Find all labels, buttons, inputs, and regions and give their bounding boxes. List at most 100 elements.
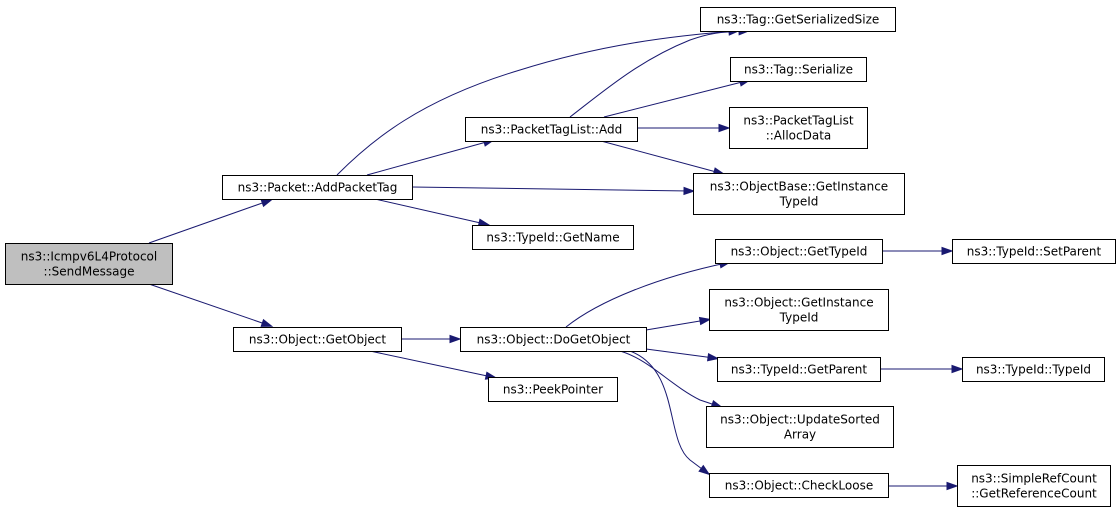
node-box <box>952 239 1116 264</box>
node-do-get-object[interactable]: ns3::Object::DoGetObject <box>460 327 647 352</box>
node-get-reference-count[interactable]: ns3::SimpleRefCount::GetReferenceCount <box>957 465 1111 507</box>
edge-do-get-object-to-update-sorted-array <box>619 350 724 408</box>
node-box <box>465 117 638 142</box>
node-box <box>700 7 896 32</box>
node-typeid-set-parent[interactable]: ns3::TypeId::SetParent <box>952 239 1116 264</box>
arrowhead-icon <box>946 481 959 491</box>
edge-line <box>374 198 486 225</box>
edge-line <box>603 80 747 118</box>
edge-packet-tag-list-add-to-tag-get-serialized-size <box>569 27 751 118</box>
edge-typeid-get-parent-to-typeid-typeid <box>880 364 964 374</box>
edge-do-get-object-to-object-get-instance-typeid <box>645 316 712 331</box>
node-label: ns3::Tag::GetSerializedSize <box>717 13 880 27</box>
node-box <box>957 465 1111 507</box>
edge-add-packet-tag-to-objectbase-get-instance-typeid <box>411 186 696 196</box>
node-label: ns3::Object::UpdateSorted <box>720 413 880 427</box>
arrowhead-icon <box>718 123 731 133</box>
edge-line <box>336 30 736 176</box>
edge-line <box>411 186 691 192</box>
node-box <box>706 406 894 448</box>
edge-line <box>645 319 707 331</box>
node-label: ns3::Object::GetObject <box>249 333 387 347</box>
node-add-packet-tag[interactable]: ns3::Packet::AddPacketTag <box>222 175 413 200</box>
node-box <box>693 173 905 215</box>
node-box <box>709 289 889 331</box>
edge-line <box>148 200 269 244</box>
edge-get-object-to-do-get-object <box>401 334 462 344</box>
node-label: ns3::Icmpv6L4Protocol <box>21 250 157 264</box>
node-label: ns3::Object::GetInstance <box>724 296 873 310</box>
edge-line <box>569 30 746 118</box>
node-label: ::SendMessage <box>44 265 135 279</box>
node-label: TypeId <box>779 311 819 325</box>
edge-packet-tag-list-add-to-alloc-data <box>637 123 731 133</box>
node-box <box>233 327 402 352</box>
edge-send-message-to-add-packet-tag <box>148 199 274 244</box>
node-label: ns3::Object::CheckLoose <box>725 479 873 493</box>
node-box <box>472 225 634 250</box>
node-label: ns3::Object::DoGetObject <box>477 333 631 347</box>
arrowhead-icon <box>449 334 462 344</box>
node-box <box>460 327 647 352</box>
node-typeid-get-name[interactable]: ns3::TypeId::GetName <box>472 225 634 250</box>
edge-do-get-object-to-check-loose <box>629 350 711 476</box>
node-label: ns3::TypeId::GetName <box>486 231 619 245</box>
node-box <box>715 239 883 264</box>
node-box <box>709 473 889 498</box>
node-box <box>222 175 413 200</box>
node-check-loose[interactable]: ns3::Object::CheckLoose <box>709 473 889 498</box>
edge-send-message-to-get-object <box>148 283 274 327</box>
edge-line <box>645 348 715 359</box>
edge-object-get-typeid-to-typeid-set-parent <box>882 246 954 256</box>
edge-add-packet-tag-to-typeid-get-name <box>374 198 491 227</box>
node-label: ns3::PacketTagList <box>743 114 853 128</box>
arrowhead-icon <box>683 186 696 196</box>
arrowhead-icon <box>941 246 954 256</box>
node-label: ::GetReferenceCount <box>971 487 1097 501</box>
edge-do-get-object-to-object-get-typeid <box>565 260 732 328</box>
node-get-object[interactable]: ns3::Object::GetObject <box>233 327 402 352</box>
edge-get-object-to-peek-pointer <box>369 350 498 380</box>
node-label: ns3::SimpleRefCount <box>971 472 1097 486</box>
node-label: ns3::TypeId::TypeId <box>976 363 1091 377</box>
node-box <box>5 243 173 285</box>
node-label: ns3::Tag::Serialize <box>744 63 853 77</box>
node-label: ns3::ObjectBase::GetInstance <box>710 180 888 194</box>
arrowhead-icon <box>260 199 274 208</box>
node-box <box>962 357 1105 382</box>
node-peek-pointer[interactable]: ns3::PeekPointer <box>488 377 618 402</box>
node-typeid-typeid[interactable]: ns3::TypeId::TypeId <box>962 357 1105 382</box>
node-box <box>717 357 881 382</box>
arrowhead-icon <box>260 318 274 327</box>
node-packet-tag-list-add[interactable]: ns3::PacketTagList::Add <box>465 117 638 142</box>
arrowhead-icon <box>951 364 964 374</box>
edge-packet-tag-list-add-to-tag-serialize <box>603 78 752 118</box>
edge-line <box>619 350 719 407</box>
edge-do-get-object-to-typeid-get-parent <box>645 348 720 362</box>
node-object-get-typeid[interactable]: ns3::Object::GetTypeId <box>715 239 883 264</box>
node-label: TypeId <box>779 195 819 209</box>
arrowhead-icon <box>707 352 720 362</box>
edge-line <box>565 262 727 328</box>
node-tag-serialize[interactable]: ns3::Tag::Serialize <box>730 57 867 82</box>
node-label: ns3::Packet::AddPacketTag <box>238 181 398 195</box>
edge-add-packet-tag-to-tag-get-serialized-size <box>336 27 741 176</box>
edge-line <box>629 350 707 473</box>
arrowhead-icon <box>698 316 712 326</box>
node-tag-get-serialized-size[interactable]: ns3::Tag::GetSerializedSize <box>700 7 896 32</box>
node-box <box>730 57 867 82</box>
node-box <box>729 107 868 149</box>
node-send-message[interactable]: ns3::Icmpv6L4Protocol::SendMessage <box>5 243 173 285</box>
arrowhead-icon <box>698 464 711 476</box>
node-label: ns3::TypeId::GetParent <box>731 363 867 377</box>
edge-line <box>600 140 721 174</box>
edge-line <box>369 350 493 378</box>
node-typeid-get-parent[interactable]: ns3::TypeId::GetParent <box>717 357 881 382</box>
node-alloc-data[interactable]: ns3::PacketTagList::AllocData <box>729 107 868 149</box>
node-label: ns3::TypeId::SetParent <box>967 245 1102 259</box>
node-label: ::AllocData <box>766 129 832 143</box>
node-label: ns3::Object::GetTypeId <box>731 245 868 259</box>
